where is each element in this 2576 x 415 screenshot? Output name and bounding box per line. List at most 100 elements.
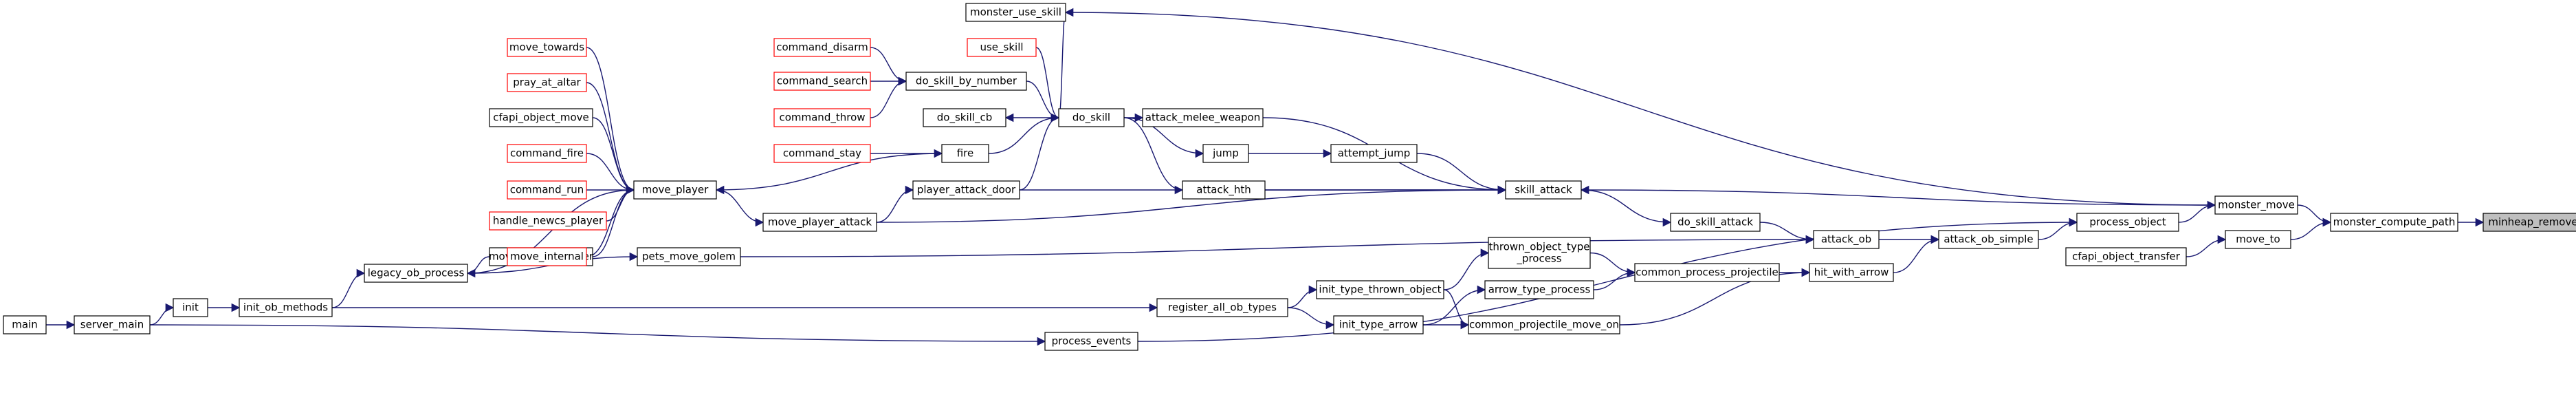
node-command_run[interactable]: command_run [507, 180, 587, 200]
node-box-register_all_ob_types[interactable] [1156, 298, 1288, 317]
node-box-do_skill_attack[interactable] [1670, 213, 1761, 232]
node-handle_newcs_player[interactable]: handle_newcs_player [489, 211, 607, 231]
node-do_skill_cb[interactable]: do_skill_cb [923, 108, 1006, 127]
node-box-server_main[interactable] [74, 315, 151, 334]
node-init_type_thrown_object[interactable]: init_type_thrown_object [1316, 280, 1444, 299]
edge-fire-to-do_skill [988, 113, 1060, 154]
node-command_search[interactable]: command_search [773, 72, 871, 91]
node-box-legacy_ob_process[interactable] [364, 264, 468, 283]
node-attack_ob[interactable]: attack_ob [1813, 230, 1880, 249]
node-box-init_type_arrow[interactable] [1333, 315, 1424, 334]
node-minheap_remove[interactable]: minheap_remove [2483, 213, 2576, 232]
node-box-command_fire[interactable] [507, 144, 587, 163]
node-box-monster_move[interactable] [2214, 195, 2298, 215]
node-box-attempt_jump[interactable] [1330, 144, 1418, 163]
node-box-do_skill_cb[interactable] [923, 108, 1006, 127]
node-skill_attack[interactable]: skill_attack [1505, 180, 1582, 200]
node-box-jump[interactable] [1202, 144, 1249, 163]
node-box-arrow_type_process[interactable] [1484, 280, 1594, 299]
node-box-cfapi_object_move[interactable] [489, 108, 593, 127]
node-box-move_internal[interactable] [507, 247, 587, 266]
node-box-fire[interactable] [941, 144, 989, 163]
node-init_type_arrow[interactable]: init_type_arrow [1333, 315, 1424, 334]
node-box-handle_newcs_player[interactable] [489, 211, 607, 231]
node-box-do_skill[interactable] [1058, 108, 1125, 127]
node-box-use_skill[interactable] [967, 38, 1037, 57]
node-box-move_to[interactable] [2225, 230, 2291, 249]
node-box-skill_attack[interactable] [1505, 180, 1582, 200]
node-attempt_jump[interactable]: attempt_jump [1330, 144, 1418, 163]
node-process_events[interactable]: process_events [1044, 332, 1138, 351]
node-box-cfapi_object_transfer[interactable] [2065, 247, 2187, 266]
node-hit_with_arrow[interactable]: hit_with_arrow [1809, 263, 1894, 282]
node-box-process_events[interactable] [1044, 332, 1138, 351]
node-box-attack_ob[interactable] [1813, 230, 1880, 249]
node-box-command_search[interactable] [773, 72, 871, 91]
node-monster_move[interactable]: monster_move [2214, 195, 2298, 215]
node-move_internal[interactable]: move_internal [507, 247, 587, 266]
node-box-do_skill_by_number[interactable] [905, 72, 1027, 91]
node-box-move_player_attack[interactable] [762, 213, 877, 232]
node-box-hit_with_arrow[interactable] [1809, 263, 1894, 282]
node-init[interactable]: init [173, 298, 208, 317]
node-cfapi_object_transfer[interactable]: cfapi_object_transfer [2065, 247, 2187, 266]
node-box-attack_ob_simple[interactable] [1938, 230, 2039, 249]
node-fire[interactable]: fire [941, 144, 989, 163]
node-attack_melee_weapon[interactable]: attack_melee_weapon [1142, 108, 1264, 127]
node-move_player_attack[interactable]: move_player_attack [762, 213, 877, 232]
node-box-monster_use_skill[interactable] [965, 3, 1066, 22]
node-init_ob_methods[interactable]: init_ob_methods [239, 298, 333, 317]
node-pray_at_altar[interactable]: pray_at_altar [507, 73, 587, 92]
node-common_projectile_move_on[interactable]: common_projectile_move_on [1468, 315, 1620, 334]
node-do_skill[interactable]: do_skill [1058, 108, 1125, 127]
node-move_player[interactable]: move_player [633, 180, 717, 200]
node-box-pets_move_golem[interactable] [637, 247, 741, 266]
node-command_fire[interactable]: command_fire [507, 144, 587, 163]
node-command_stay[interactable]: command_stay [773, 144, 871, 163]
node-box-common_projectile_move_on[interactable] [1468, 315, 1620, 334]
node-box-init[interactable] [173, 298, 208, 317]
node-box-init_ob_methods[interactable] [239, 298, 333, 317]
node-move_to[interactable]: move_to [2225, 230, 2291, 249]
node-box-move_towards[interactable] [507, 38, 587, 57]
node-do_skill_by_number[interactable]: do_skill_by_number [905, 72, 1027, 91]
node-box-pray_at_altar[interactable] [507, 73, 587, 92]
node-legacy_ob_process[interactable]: legacy_ob_process [364, 264, 468, 283]
node-monster_use_skill[interactable]: monster_use_skill [965, 3, 1066, 22]
node-command_disarm[interactable]: command_disarm [773, 38, 871, 57]
node-box-command_disarm[interactable] [773, 38, 871, 57]
node-use_skill[interactable]: use_skill [967, 38, 1037, 57]
node-command_throw[interactable]: command_throw [773, 108, 871, 127]
node-box-move_player[interactable] [633, 180, 717, 200]
node-process_object[interactable]: process_object [2076, 213, 2179, 232]
node-main[interactable]: main [3, 315, 47, 334]
node-box-command_throw[interactable] [773, 108, 871, 127]
node-box-player_attack_door[interactable] [912, 180, 1020, 200]
node-box-command_stay[interactable] [773, 144, 871, 163]
node-box-command_run[interactable] [507, 180, 587, 200]
node-label-attack_melee_weapon: attack_melee_weapon [1145, 111, 1260, 125]
node-box-monster_compute_path[interactable] [2330, 213, 2458, 232]
node-attack_ob_simple[interactable]: attack_ob_simple [1938, 230, 2039, 249]
node-server_main[interactable]: server_main [74, 315, 151, 334]
node-thrown_object_type_process[interactable]: thrown_object_type_process [1488, 237, 1591, 269]
node-box-minheap_remove[interactable] [2483, 213, 2576, 232]
node-box-main[interactable] [3, 315, 47, 334]
node-do_skill_attack[interactable]: do_skill_attack [1670, 213, 1761, 232]
node-box-thrown_object_type_process[interactable] [1488, 237, 1591, 269]
node-box-common_process_projectile[interactable] [1634, 263, 1780, 282]
node-pets_move_golem[interactable]: pets_move_golem [637, 247, 741, 266]
node-player_attack_door[interactable]: player_attack_door [912, 180, 1020, 200]
node-move_towards[interactable]: move_towards [507, 38, 587, 57]
node-box-process_object[interactable] [2076, 213, 2179, 232]
node-common_process_projectile[interactable]: common_process_projectile [1634, 263, 1780, 282]
node-register_all_ob_types[interactable]: register_all_ob_types [1156, 298, 1288, 317]
node-box-attack_hth[interactable] [1182, 180, 1266, 200]
node-arrow_type_process[interactable]: arrow_type_process [1484, 280, 1594, 299]
node-cfapi_object_move[interactable]: cfapi_object_move [489, 108, 593, 127]
node-box-attack_melee_weapon[interactable] [1142, 108, 1264, 127]
node-box-init_type_thrown_object[interactable] [1316, 280, 1444, 299]
node-jump[interactable]: jump [1202, 144, 1249, 163]
node-attack_hth[interactable]: attack_hth [1182, 180, 1266, 200]
node-monster_compute_path[interactable]: monster_compute_path [2330, 213, 2458, 232]
